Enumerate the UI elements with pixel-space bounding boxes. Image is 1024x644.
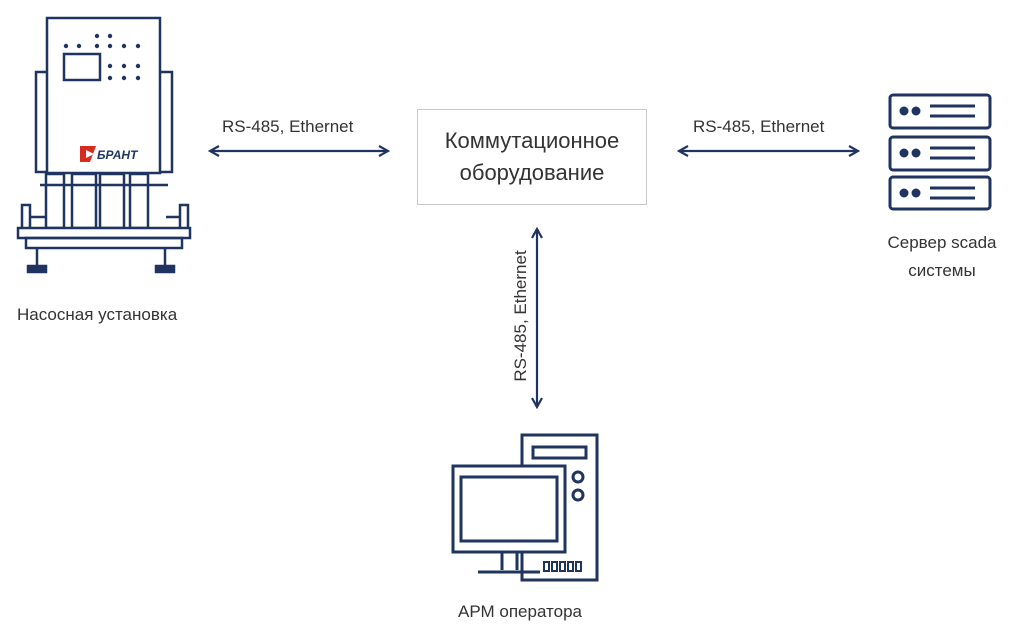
link-label-pump-switch: RS-485, Ethernet <box>222 117 354 136</box>
link-label-switch-server: RS-485, Ethernet <box>693 117 825 136</box>
operator-label: АРМ оператора <box>458 602 582 621</box>
brant-logo: БРАНТ <box>80 146 139 162</box>
server-label-line2: системы <box>908 261 976 280</box>
switch-label-line2: оборудование <box>459 160 605 185</box>
server-icon <box>888 93 992 211</box>
computer-vents <box>543 561 582 572</box>
switch-label-line1: Коммутационное <box>444 128 620 153</box>
pump-station-icon <box>16 16 192 274</box>
svg-text:БРАНТ: БРАНТ <box>97 148 139 162</box>
server-leds <box>899 106 921 198</box>
cabinet-indicator-dots <box>63 33 141 81</box>
switching-equipment-box: Коммутационное оборудование <box>417 109 647 205</box>
pump-station-label: Насосная установка <box>17 305 178 324</box>
computer-icon <box>451 433 599 582</box>
link-label-switch-operator: RS-485, Ethernet <box>511 250 530 382</box>
server-label-line1: Сервер scada <box>887 233 997 252</box>
server-label: Сервер scada системы <box>870 229 1014 285</box>
